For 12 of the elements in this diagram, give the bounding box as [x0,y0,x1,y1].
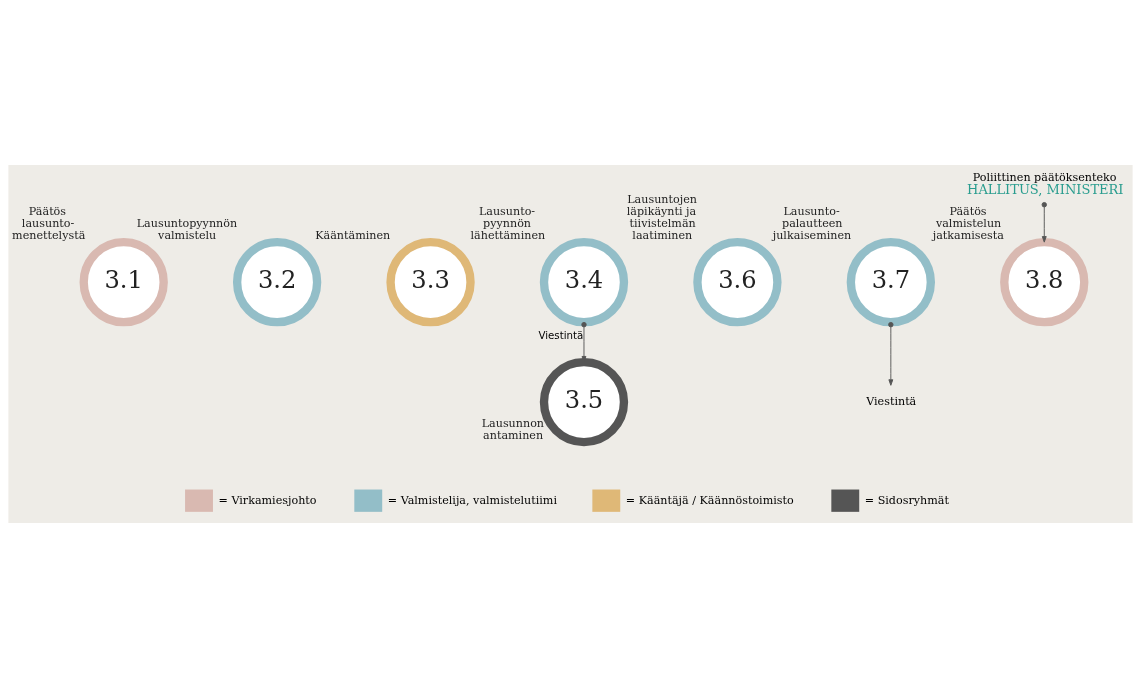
legend-label: = Valmistelija, valmistelutiimi [387,493,557,507]
edge-label: Viestintä [538,330,584,342]
node-text: Viestintä [866,395,917,408]
legend-label: = Sidosryhmät [864,493,949,507]
arrow [1041,202,1047,243]
node-circle: 3.1 [79,238,168,327]
node-text: Poliittinen päätöksenteko HALLITUS, MINISTERI [967,171,1124,198]
node-circle: 3.2 [232,238,322,327]
node-circle: 3.3 [386,238,475,327]
legend-label: = Virkamiesjohto [218,493,317,507]
legend-label: = Kääntäjä / Käännöstoimisto [625,493,794,507]
arrow [888,321,894,386]
